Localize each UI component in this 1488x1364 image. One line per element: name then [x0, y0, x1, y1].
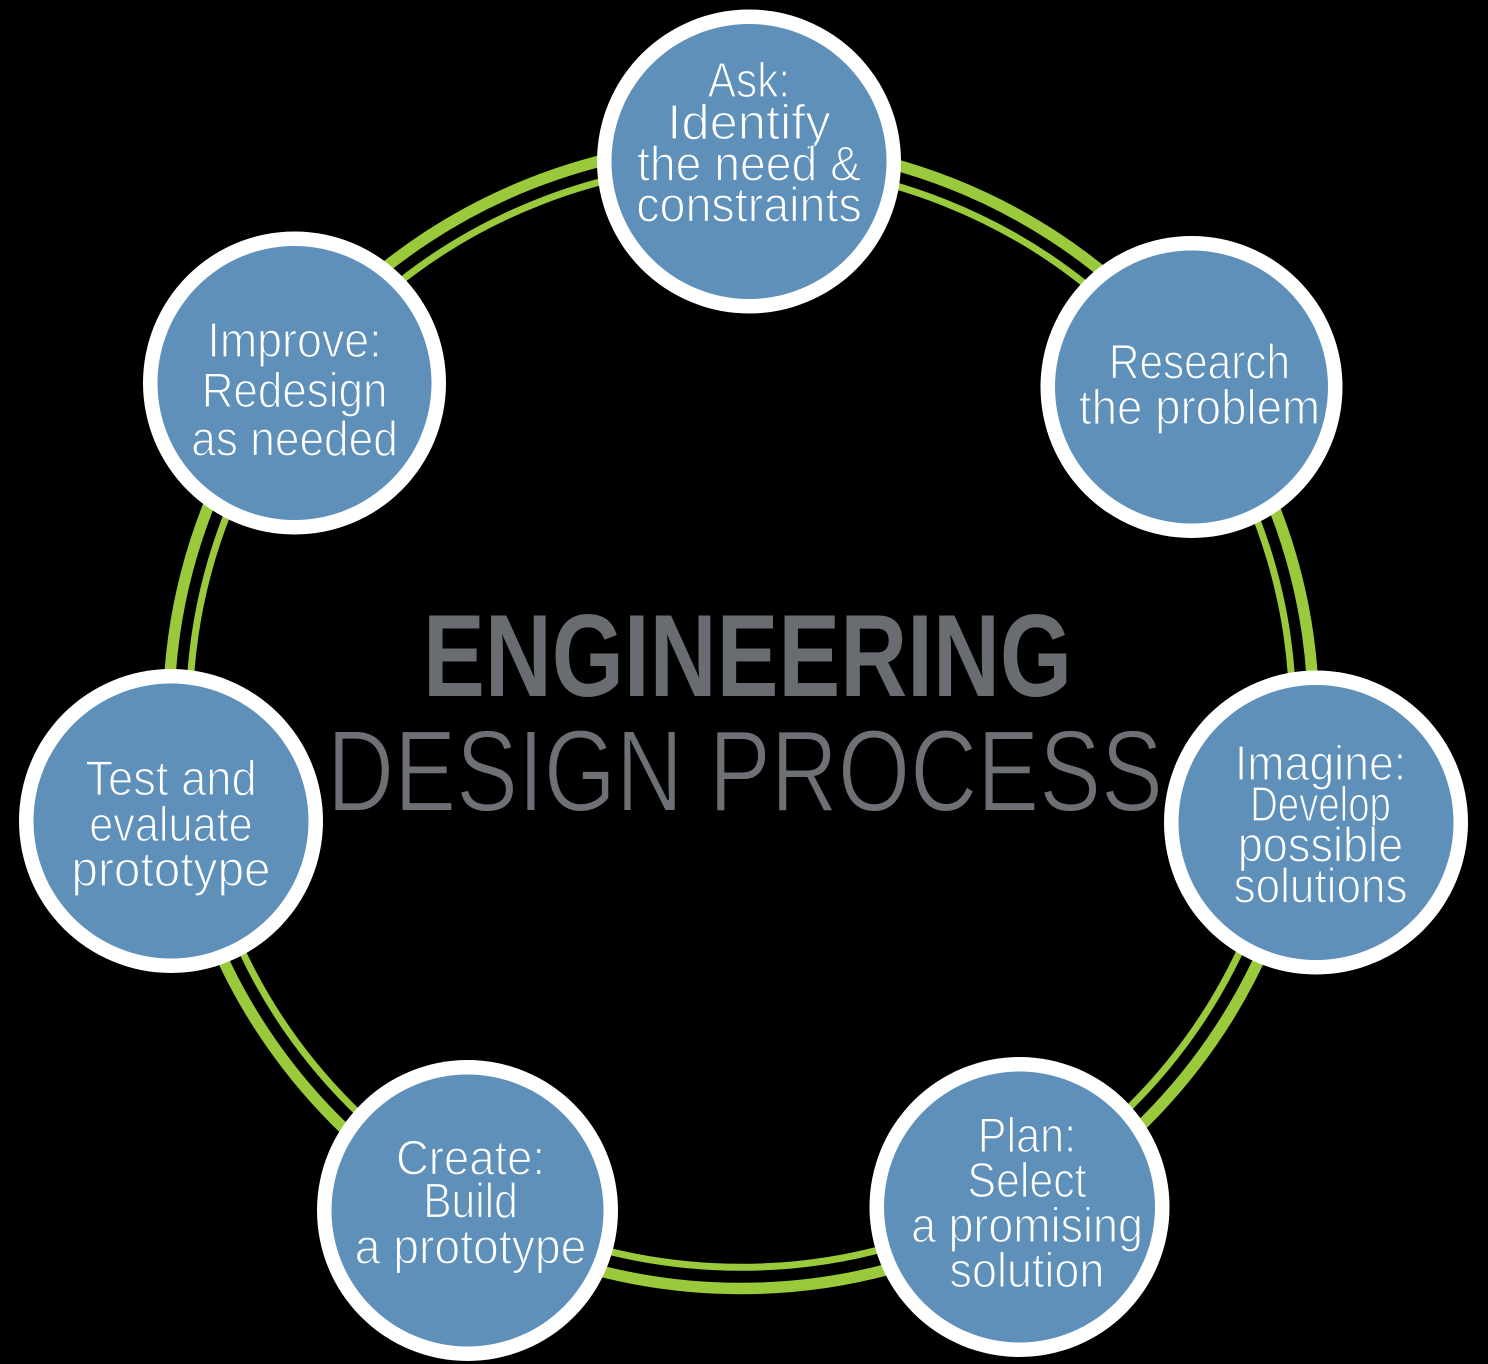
svg-text:Research: Research — [1109, 336, 1290, 390]
svg-text:Develop: Develop — [1250, 778, 1391, 832]
svg-text:the need &: the need & — [637, 138, 861, 192]
svg-text:Improve:: Improve: — [207, 314, 381, 368]
svg-text:prototype: prototype — [71, 843, 270, 897]
svg-text:Identify: Identify — [667, 96, 831, 150]
svg-text:possible: possible — [1238, 819, 1404, 873]
svg-text:Ask:: Ask: — [708, 54, 790, 108]
svg-text:solutions: solutions — [1234, 859, 1408, 913]
svg-text:Plan:: Plan: — [978, 1109, 1076, 1163]
svg-text:a promising: a promising — [911, 1199, 1143, 1253]
svg-text:Create:: Create: — [396, 1131, 545, 1185]
svg-text:Imagine:: Imagine: — [1235, 737, 1406, 791]
svg-text:ENGINEERING: ENGINEERING — [423, 590, 1072, 721]
svg-text:evaluate: evaluate — [89, 798, 253, 852]
svg-text:Test and: Test and — [85, 752, 256, 806]
svg-text:DESIGN PROCESS: DESIGN PROCESS — [327, 706, 1163, 836]
svg-text:constraints: constraints — [636, 179, 862, 233]
svg-text:as needed: as needed — [191, 413, 397, 467]
svg-text:the problem: the problem — [1079, 381, 1320, 435]
svg-text:solution: solution — [950, 1244, 1105, 1298]
svg-text:Build: Build — [423, 1175, 518, 1229]
svg-text:a prototype: a prototype — [355, 1220, 587, 1274]
svg-text:Redesign: Redesign — [202, 364, 388, 418]
svg-text:Select: Select — [967, 1154, 1087, 1208]
